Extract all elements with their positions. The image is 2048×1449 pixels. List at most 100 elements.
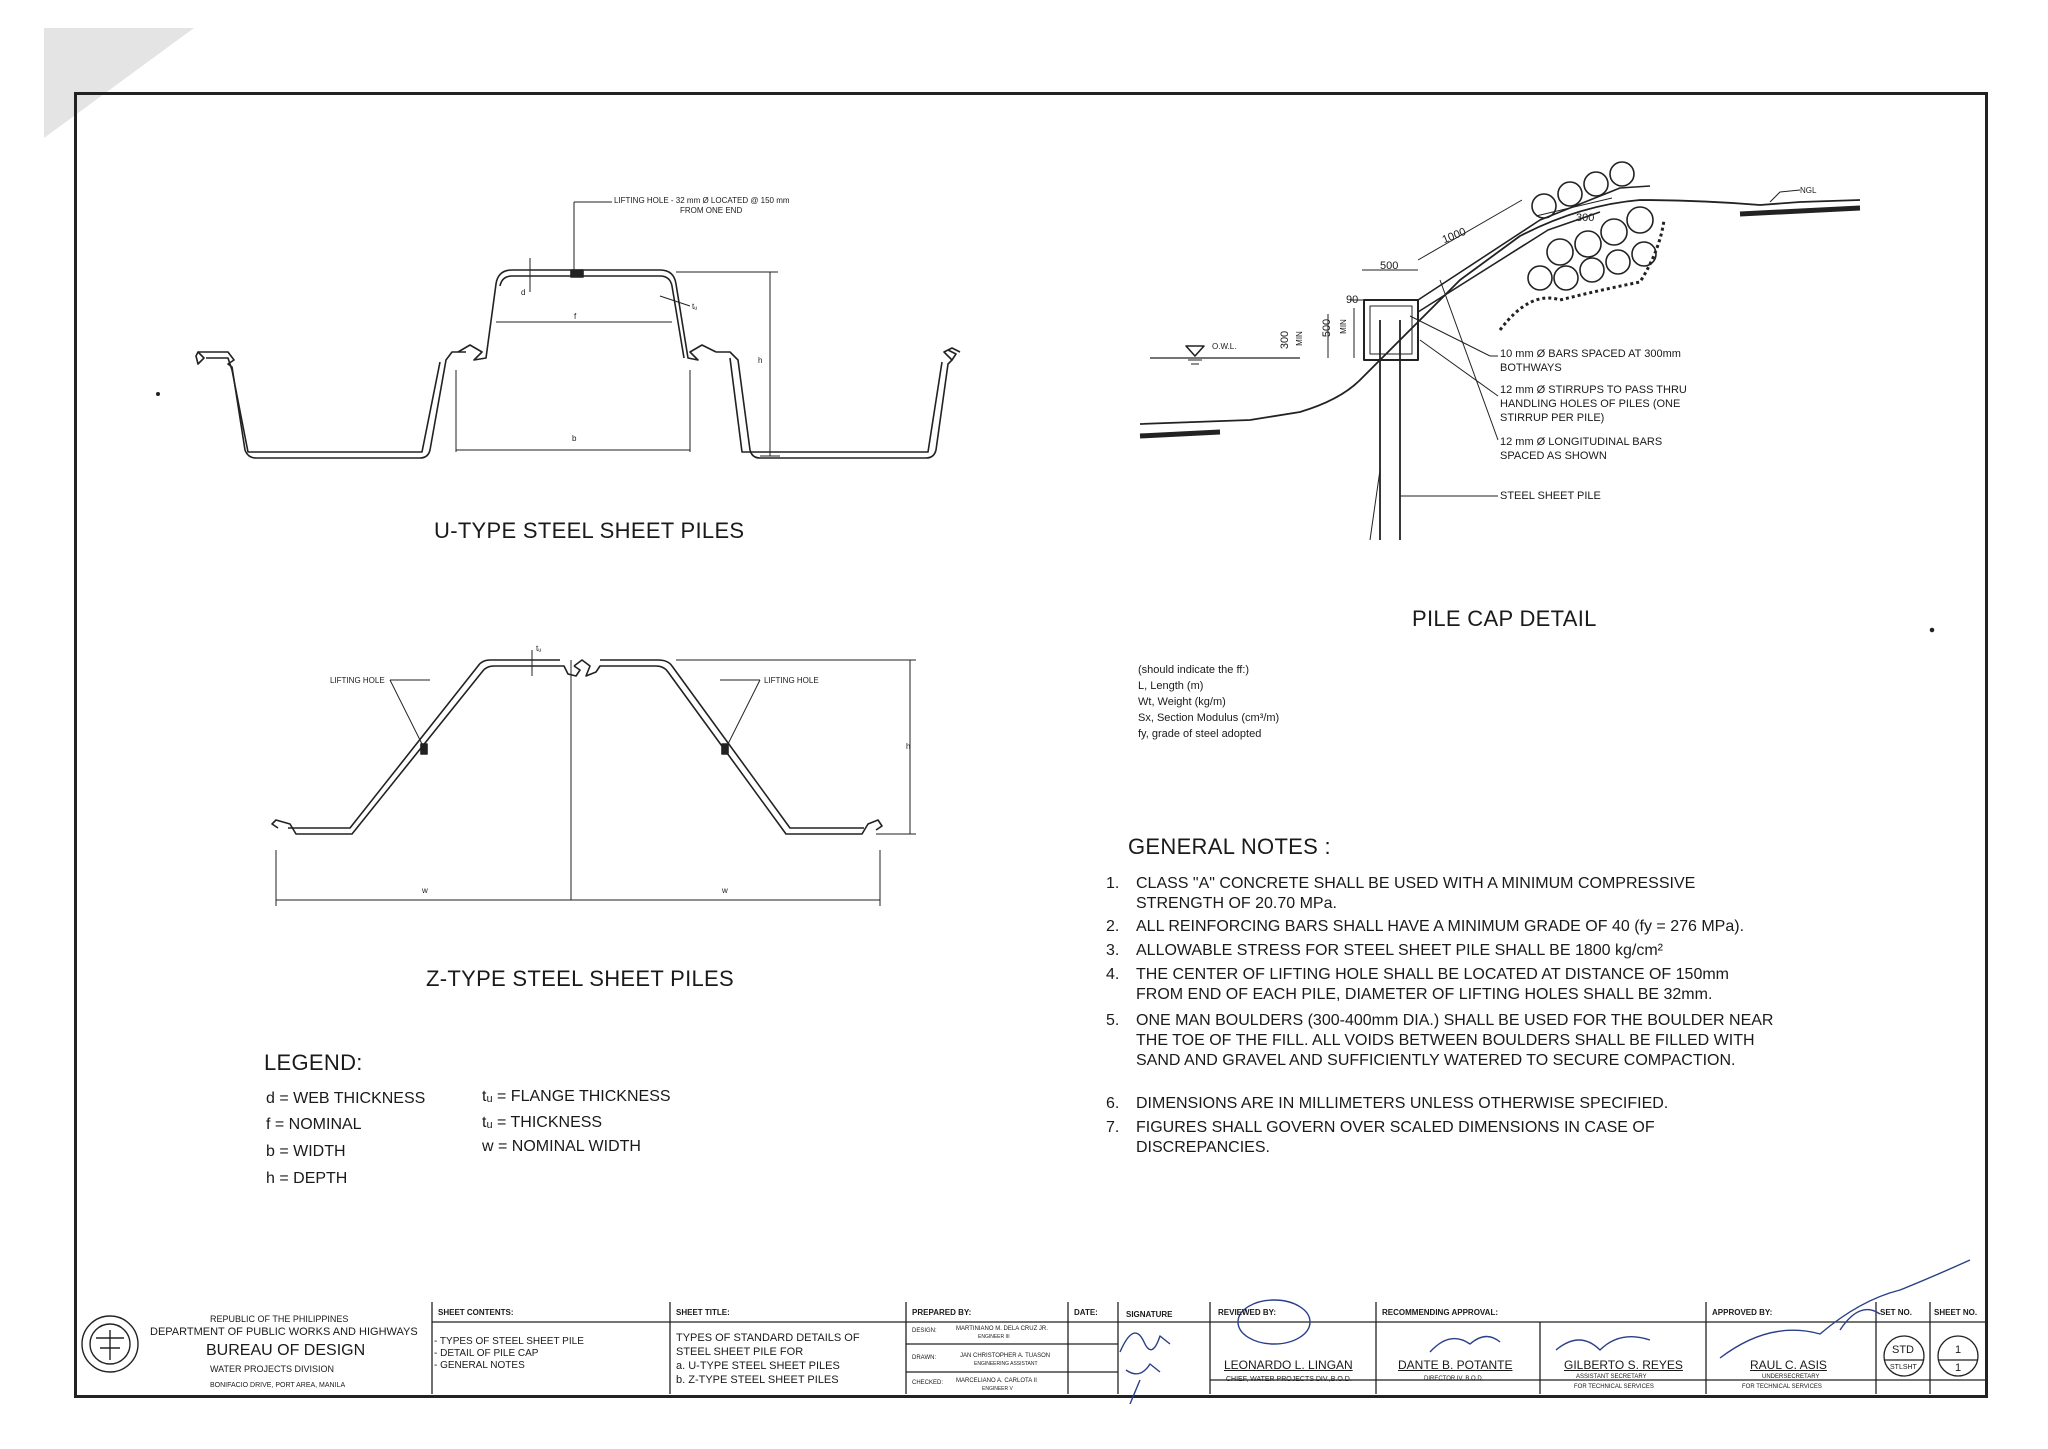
prepared-header: PREPARED BY: bbox=[912, 1308, 972, 1317]
sheet-no-value: 1 bbox=[1955, 1344, 1962, 1356]
dim-300-top: 300 bbox=[1576, 212, 1595, 224]
note-text: ONE MAN BOULDERS (300-400mm DIA.) SHALL … bbox=[1136, 1012, 1774, 1069]
z-label-w-left: w bbox=[422, 886, 428, 895]
z-label-w-right: w bbox=[722, 886, 728, 895]
prepared-role: DESIGN: bbox=[912, 1328, 937, 1334]
recommender-name: DANTE B. POTANTE bbox=[1398, 1358, 1513, 1372]
dim-500-min: 500 bbox=[1321, 318, 1334, 338]
note-number: 2. bbox=[1106, 918, 1120, 935]
dim-90: 90 bbox=[1346, 294, 1359, 306]
note-text: THE CENTER OF LIFTING HOLE SHALL BE LOCA… bbox=[1136, 966, 1729, 1003]
u-label-tu: tᵤ bbox=[692, 302, 698, 311]
sheet-title-header: SHEET TITLE: bbox=[676, 1308, 730, 1317]
approver-title: UNDERSECRETARY bbox=[1762, 1374, 1820, 1380]
agency-line: REPUBLIC OF THE PHILIPPINES bbox=[210, 1314, 349, 1324]
date-header: DATE: bbox=[1074, 1308, 1098, 1317]
prepared-title: ENGINEERING ASSISTANT bbox=[974, 1361, 1038, 1367]
agency-line: DEPARTMENT OF PUBLIC WORKS AND HIGHWAYS bbox=[150, 1326, 418, 1338]
u-lifting-hole-note-2: FROM ONE END bbox=[680, 206, 743, 215]
u-label-h: h bbox=[758, 356, 763, 365]
z-label-h: h bbox=[906, 742, 911, 751]
indicate-item: Sx, Section Modulus (cm³/m) bbox=[1138, 712, 1280, 724]
contents-item: - GENERAL NOTES bbox=[434, 1360, 525, 1371]
set-no-header: SET NO. bbox=[1880, 1308, 1913, 1317]
legend-item: w = NOMINAL WIDTH bbox=[482, 1138, 641, 1155]
reviewed-title: CHIEF, WATER PROJECTS DIV.,B.O.D. bbox=[1226, 1376, 1352, 1383]
contents-item: - DETAIL OF PILE CAP bbox=[434, 1348, 539, 1359]
legend-heading: LEGEND: bbox=[264, 1050, 363, 1075]
drawing-border bbox=[74, 92, 1988, 1398]
agency-line: WATER PROJECTS DIVISION bbox=[210, 1364, 335, 1374]
z-type-title: Z-TYPE STEEL SHEET PILES bbox=[426, 966, 734, 991]
callout-longitudinal-1: 12 mm Ø LONGITUDINAL BARS bbox=[1500, 436, 1663, 448]
general-notes-heading: GENERAL NOTES : bbox=[1128, 834, 1331, 859]
z-lifting-hole-right: LIFTING HOLE bbox=[764, 676, 819, 685]
approver-title: FOR TECHNICAL SERVICES bbox=[1742, 1384, 1822, 1390]
prepared-title: ENGINEER III bbox=[978, 1334, 1010, 1340]
callout-steel-sheet-pile: STEEL SHEET PILE bbox=[1500, 490, 1601, 502]
folded-corner bbox=[44, 28, 194, 138]
prepared-name: JAN CHRISTOPHER A. TUASON bbox=[960, 1353, 1051, 1359]
recommender-name: GILBERTO S. REYES bbox=[1564, 1358, 1683, 1372]
dim-300-min: 300 bbox=[1279, 330, 1292, 350]
indicate-item: Wt, Weight (kg/m) bbox=[1138, 696, 1226, 708]
callout-stirrups-3: STIRRUP PER PILE) bbox=[1500, 412, 1605, 424]
note-text: DIMENSIONS ARE IN MILLIMETERS UNLESS OTH… bbox=[1136, 1095, 1669, 1112]
callout-stirrups-2: HANDLING HOLES OF PILES (ONE bbox=[1500, 398, 1681, 410]
legend-item: b = WIDTH bbox=[266, 1143, 346, 1160]
sheet-no-header: SHEET NO. bbox=[1934, 1308, 1978, 1317]
note-number: 1. bbox=[1106, 875, 1120, 892]
recommender-title: ASSISTANT SECRETARY bbox=[1576, 1374, 1647, 1380]
indicate-item: fy, grade of steel adopted bbox=[1138, 728, 1262, 740]
approved-header: APPROVED BY: bbox=[1712, 1308, 1773, 1317]
legend-item: d = WEB THICKNESS bbox=[266, 1090, 426, 1107]
sheet-title-line: STEEL SHEET PILE FOR bbox=[676, 1346, 804, 1358]
note-text: CLASS "A" CONCRETE SHALL BE USED WITH A … bbox=[1136, 875, 1696, 912]
note-number: 3. bbox=[1106, 942, 1120, 959]
pile-cap-drawing bbox=[156, 161, 1935, 633]
prepared-role: CHECKED: bbox=[912, 1380, 944, 1386]
note-text: ALLOWABLE STRESS FOR STEEL SHEET PILE SH… bbox=[1136, 942, 1664, 959]
label-ngl: NGL bbox=[1800, 186, 1817, 195]
prepared-name: MARTINIANO M. DELA CRUZ JR. bbox=[956, 1326, 1048, 1332]
z-label-tz: tᵤ bbox=[536, 644, 542, 653]
set-no-value: STD bbox=[1892, 1344, 1914, 1356]
recommender-title: DIRECTOR IV, B.O.D. bbox=[1424, 1376, 1484, 1382]
set-no-value: STLSHT bbox=[1890, 1364, 1917, 1371]
prepared-title: ENGINEER V bbox=[982, 1386, 1013, 1392]
note-text: ALL REINFORCING BARS SHALL HAVE A MINIMU… bbox=[1136, 918, 1745, 935]
agency-line: BONIFACIO DRIVE, PORT AREA, MANILA bbox=[210, 1382, 346, 1389]
contents-header: SHEET CONTENTS: bbox=[438, 1308, 514, 1317]
u-lifting-hole-note-1: LIFTING HOLE - 32 mm Ø LOCATED @ 150 mm bbox=[614, 196, 790, 205]
callout-bars-1: 10 mm Ø BARS SPACED AT 300mm bbox=[1500, 348, 1681, 360]
contents-item: - TYPES OF STEEL SHEET PILE bbox=[434, 1336, 584, 1347]
callout-longitudinal-2: SPACED AS SHOWN bbox=[1500, 450, 1607, 462]
u-type-title: U-TYPE STEEL SHEET PILES bbox=[434, 518, 745, 543]
note-number: 7. bbox=[1106, 1119, 1120, 1136]
note-number: 6. bbox=[1106, 1095, 1120, 1112]
legend-item: tᵤ = THICKNESS bbox=[482, 1114, 603, 1131]
signature-header: SIGNATURE bbox=[1126, 1310, 1173, 1319]
sheet-no-value: 1 bbox=[1955, 1362, 1962, 1374]
dim-500: 500 bbox=[1380, 260, 1399, 272]
legend-item: tᵤ = FLANGE THICKNESS bbox=[482, 1088, 671, 1105]
prepared-name: MARCELIANO A. CARLOTA II bbox=[956, 1378, 1037, 1384]
indicate-heading: (should indicate the ff:) bbox=[1138, 664, 1250, 676]
dim-min-b: MIN bbox=[1338, 319, 1348, 334]
pile-cap-title: PILE CAP DETAIL bbox=[1412, 606, 1597, 631]
z-lifting-hole-left: LIFTING HOLE bbox=[330, 676, 385, 685]
u-type-profile bbox=[195, 201, 961, 459]
reviewed-header: REVIEWED BY: bbox=[1218, 1308, 1277, 1317]
prepared-role: DRAWN: bbox=[912, 1355, 937, 1361]
label-owl: O.W.L. bbox=[1212, 342, 1237, 351]
recommender-title: FOR TECHNICAL SERVICES bbox=[1574, 1384, 1654, 1390]
approver-name: RAUL C. ASIS bbox=[1750, 1358, 1827, 1372]
dpwh-seal-icon bbox=[81, 1315, 139, 1373]
title-block-grid bbox=[431, 1302, 1988, 1394]
callout-stirrups-1: 12 mm Ø STIRRUPS TO PASS THRU bbox=[1500, 384, 1687, 396]
recommending-header: RECOMMENDING APPROVAL: bbox=[1382, 1308, 1498, 1317]
u-label-f: f bbox=[574, 312, 577, 321]
note-number: 4. bbox=[1106, 966, 1120, 983]
note-text: FIGURES SHALL GOVERN OVER SCALED DIMENSI… bbox=[1136, 1119, 1655, 1156]
